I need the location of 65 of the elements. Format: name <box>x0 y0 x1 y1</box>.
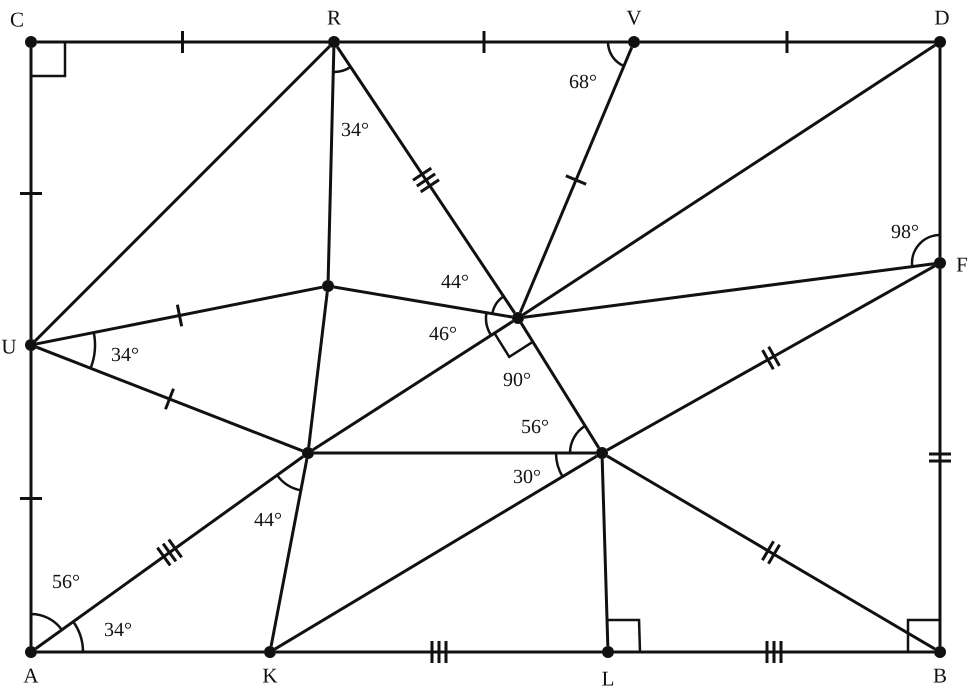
angle-label: 56° <box>52 572 80 592</box>
line-segment <box>938 269 942 646</box>
point <box>602 646 614 658</box>
line-segment <box>274 454 598 650</box>
line-segment <box>276 650 602 654</box>
point <box>934 36 946 48</box>
point-label: C <box>10 10 24 30</box>
point <box>596 447 608 459</box>
angle-label: 34° <box>104 620 132 640</box>
line-segment <box>600 458 610 646</box>
angle-label: 68° <box>569 72 597 92</box>
point-label: K <box>262 666 278 686</box>
line-segment <box>524 262 934 319</box>
angle-label: 30° <box>513 467 541 487</box>
point-label: V <box>626 8 642 28</box>
angle-label: 98° <box>891 222 919 242</box>
angle-label: 46° <box>429 324 457 344</box>
line-segment <box>312 320 514 452</box>
point <box>25 646 37 658</box>
point-label: U <box>1 336 17 358</box>
point-label: D <box>934 8 950 28</box>
line-segment <box>938 48 942 257</box>
point <box>25 339 37 351</box>
line-segment <box>314 452 596 454</box>
point <box>328 36 340 48</box>
angle-label: 44° <box>254 510 282 530</box>
line-segment <box>307 292 329 448</box>
angle-label: 90° <box>503 370 531 390</box>
line-segment <box>37 650 264 654</box>
line-segment <box>30 351 32 646</box>
line-segment <box>640 40 934 44</box>
line-segment <box>37 40 328 44</box>
line-segment <box>340 40 628 44</box>
line-segment <box>520 322 600 449</box>
point <box>934 646 946 658</box>
point-label: L <box>602 668 614 690</box>
line-segment <box>36 286 322 346</box>
line-segment <box>336 46 516 314</box>
angle-label: 34° <box>341 120 369 140</box>
line-segment <box>518 46 634 314</box>
angle-label: 56° <box>521 417 549 437</box>
line-segment <box>35 455 304 650</box>
point-label: B <box>933 666 947 686</box>
line-segment <box>270 458 308 646</box>
point <box>934 257 946 269</box>
line-segment <box>522 44 936 316</box>
point-label: R <box>327 8 341 28</box>
angle-label: 34° <box>111 345 139 365</box>
line-segment <box>36 346 303 452</box>
angle-label: 44° <box>441 272 469 292</box>
point <box>628 36 640 48</box>
point <box>512 312 524 324</box>
point-label: F <box>956 254 968 276</box>
line-segment <box>606 454 936 650</box>
point-label: A <box>23 666 39 686</box>
line-segment <box>34 45 331 342</box>
line-segment <box>30 48 32 339</box>
point <box>25 36 37 48</box>
point <box>322 280 334 292</box>
line-segment <box>334 286 512 318</box>
line-segment <box>614 650 934 654</box>
point <box>264 646 276 658</box>
line-segment <box>606 264 936 452</box>
point <box>302 447 314 459</box>
line-segment <box>326 48 336 280</box>
